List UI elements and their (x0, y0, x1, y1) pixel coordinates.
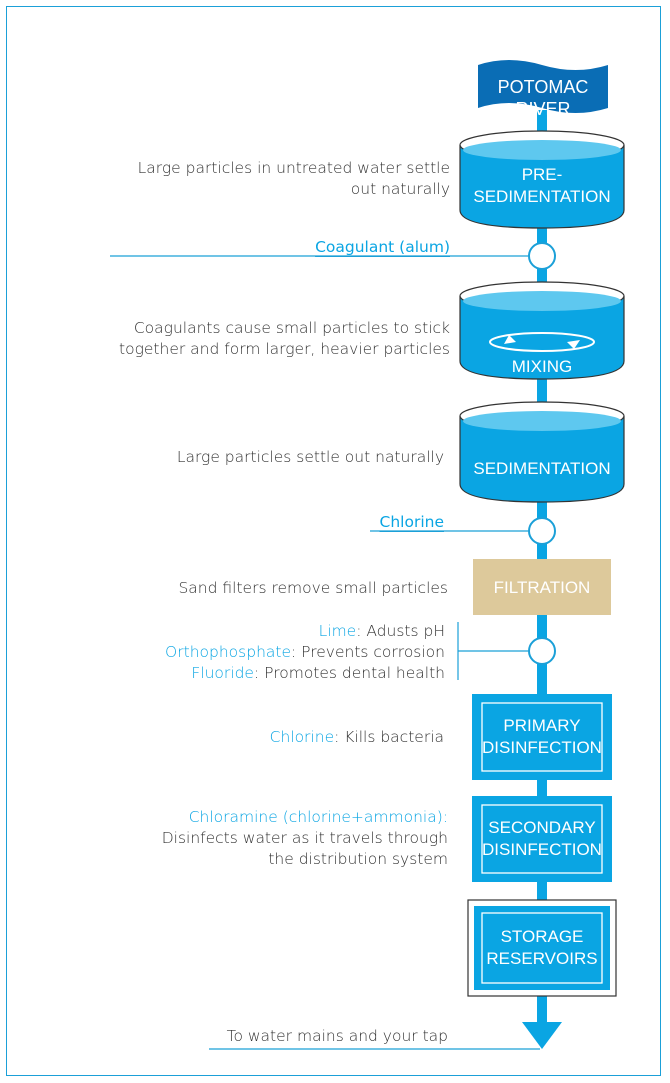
fluoride-desc: : Promotes dental health (253, 664, 445, 682)
chloramine-paren: (chlorine+ammonia): (277, 808, 448, 826)
coagulant-label: Coagulant (alum) (315, 238, 450, 256)
filtration-description: Sand filters remove small particles (178, 579, 448, 597)
orthophosphate-name: Orthophosphate (165, 643, 291, 661)
output-description: To water mains and your tap (226, 1027, 448, 1045)
lime-desc: : Adusts pH (356, 622, 445, 640)
secondary-label-line1: SECONDARY (488, 818, 596, 837)
storage-label-line2: RESERVOIRS (486, 949, 598, 968)
secondary-disinfection-label: SECONDARY DISINFECTION (482, 817, 602, 861)
fluoride-line: Fluoride: Promotes dental health (100, 663, 445, 684)
secondary-disinfection-description: Chloramine (chlorine+ammonia): Disinfect… (90, 807, 448, 870)
primary-disinfection-label: PRIMARY DISINFECTION (482, 715, 602, 759)
chlorine-label: Chlorine (379, 513, 444, 531)
presedimentation-description: Large particles in untreated water settl… (137, 159, 450, 198)
chloramine-desc-line2: the distribution system (268, 850, 448, 868)
chlorine-primary-name: Chlorine (269, 728, 335, 746)
filtration-label: FILTRATION (493, 578, 591, 597)
primary-label-line2: DISINFECTION (482, 738, 602, 757)
coagulant-node (528, 242, 556, 270)
filtration-box (473, 559, 611, 615)
mixing-tank (459, 281, 625, 380)
fluoride-name: Fluoride (191, 664, 254, 682)
diagram-frame (6, 6, 661, 1076)
mixing-swirl-icon (489, 332, 595, 352)
river-banner (478, 60, 608, 113)
chemical-node (528, 637, 556, 665)
chloramine-line: Chloramine (chlorine+ammonia): (90, 807, 448, 828)
primary-label-line1: PRIMARY (503, 716, 581, 735)
chloramine-name: Chloramine (188, 808, 278, 826)
chlorine-primary-desc: : Kills bacteria (334, 728, 444, 746)
storage-reservoirs-label: STORAGE RESERVOIRS (482, 926, 602, 970)
orthophosphate-line: Orthophosphate: Prevents corrosion (100, 642, 445, 663)
presedimentation-label: PRE- SEDIMENTATION (462, 164, 622, 208)
secondary-label-line2: DISINFECTION (482, 840, 602, 859)
primary-disinfection-box (472, 694, 612, 780)
chlorine-node (528, 517, 556, 545)
mixing-description-line2: together and form larger, heavier partic… (119, 340, 450, 358)
mixing-description: Coagulants cause small particles to stic… (80, 318, 450, 360)
lime-line: Lime: Adusts pH (100, 621, 445, 642)
sedimentation-tank (459, 401, 625, 503)
presedimentation-tank (459, 130, 625, 229)
mixing-description-line1: Coagulants cause small particles to stic… (133, 319, 450, 337)
chloramine-desc-line1: Disinfects water as it travels through (161, 829, 448, 847)
storage-label-line1: STORAGE (500, 927, 584, 946)
orthophosphate-desc: : Prevents corrosion (291, 643, 445, 661)
presedimentation-label-line2: SEDIMENTATION (473, 187, 611, 206)
sedimentation-description: Large particles settle out naturally (176, 448, 444, 466)
mixing-label: MIXING (511, 357, 573, 376)
sedimentation-label: SEDIMENTATION (473, 459, 611, 478)
output-arrow-icon (522, 1022, 562, 1049)
presedimentation-label-line1: PRE- (521, 165, 563, 184)
chemical-additions: Lime: Adusts pH Orthophosphate: Prevents… (100, 621, 445, 684)
lime-name: Lime (318, 622, 357, 640)
potomac-river-label: POTOMAC RIVER (497, 77, 589, 119)
primary-disinfection-description: Chlorine: Kills bacteria (150, 727, 444, 748)
storage-reservoirs-box (474, 906, 610, 990)
secondary-disinfection-box (472, 796, 612, 882)
